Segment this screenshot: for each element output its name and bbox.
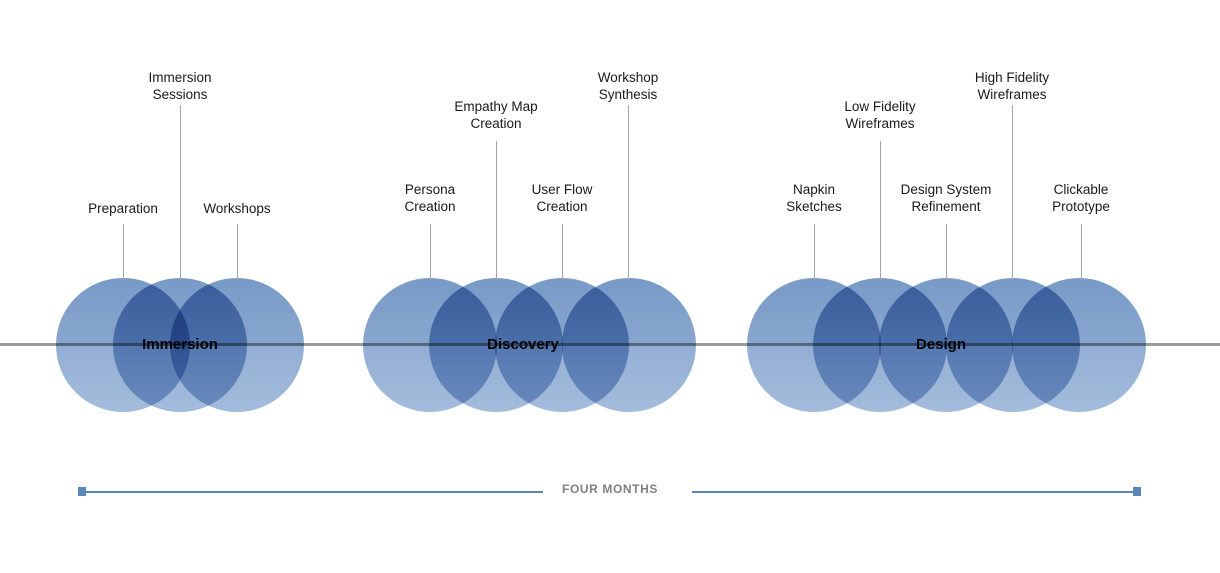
duration-end-marker <box>1133 487 1141 496</box>
task-label-high-fidelity-wireframes: High Fidelity Wireframes <box>974 70 1050 102</box>
task-label-persona-creation: Persona Creation <box>404 182 456 214</box>
phase-circle-workshops[interactable] <box>170 278 304 412</box>
duration-line-left <box>84 491 543 493</box>
duration-start-marker <box>78 487 86 496</box>
leader-line-napkin-sketches <box>814 224 815 280</box>
task-label-user-flow-creation: User Flow Creation <box>531 182 593 214</box>
task-label-low-fidelity-wireframes: Low Fidelity Wireframes <box>844 99 916 131</box>
task-label-empathy-map-creation: Empathy Map Creation <box>454 99 538 131</box>
phase-label-immersion: Immersion <box>142 336 218 353</box>
leader-line-preparation <box>123 224 124 280</box>
leader-line-persona-creation <box>430 224 431 280</box>
phase-group-discovery[interactable] <box>363 278 696 412</box>
duration-label: FOUR MONTHS <box>562 482 658 496</box>
task-label-workshop-synthesis: Workshop Synthesis <box>597 70 659 102</box>
task-label-immersion-sessions: Immersion Sessions <box>148 70 212 102</box>
duration-line-right <box>692 491 1134 493</box>
leader-line-workshops <box>237 224 238 280</box>
leader-line-empathy-map-creation <box>496 141 497 280</box>
leader-line-user-flow-creation <box>562 224 563 280</box>
duration-bar: FOUR MONTHS <box>0 478 1220 506</box>
leader-line-immersion-sessions <box>180 105 181 280</box>
leader-line-clickable-prototype <box>1081 224 1082 280</box>
phase-label-discovery: Discovery <box>487 336 559 353</box>
task-label-preparation: Preparation <box>88 201 158 216</box>
leader-line-workshop-synthesis <box>628 105 629 280</box>
phase-circle-clickable-prototype[interactable] <box>1012 278 1146 412</box>
leader-line-high-fidelity-wireframes <box>1012 105 1013 280</box>
task-label-clickable-prototype: Clickable Prototype <box>1052 182 1110 214</box>
phase-group-immersion[interactable] <box>56 278 304 412</box>
leader-line-design-system-refinement <box>946 224 947 280</box>
task-label-napkin-sketches: Napkin Sketches <box>786 182 842 214</box>
phase-label-design: Design <box>915 336 966 353</box>
phase-group-design[interactable] <box>747 278 1146 412</box>
task-label-design-system-refinement: Design System Refinement <box>900 182 992 214</box>
phase-circle-workshop-synthesis[interactable] <box>562 278 696 412</box>
leader-line-low-fidelity-wireframes <box>880 141 881 280</box>
task-label-workshops: Workshops <box>203 201 271 216</box>
